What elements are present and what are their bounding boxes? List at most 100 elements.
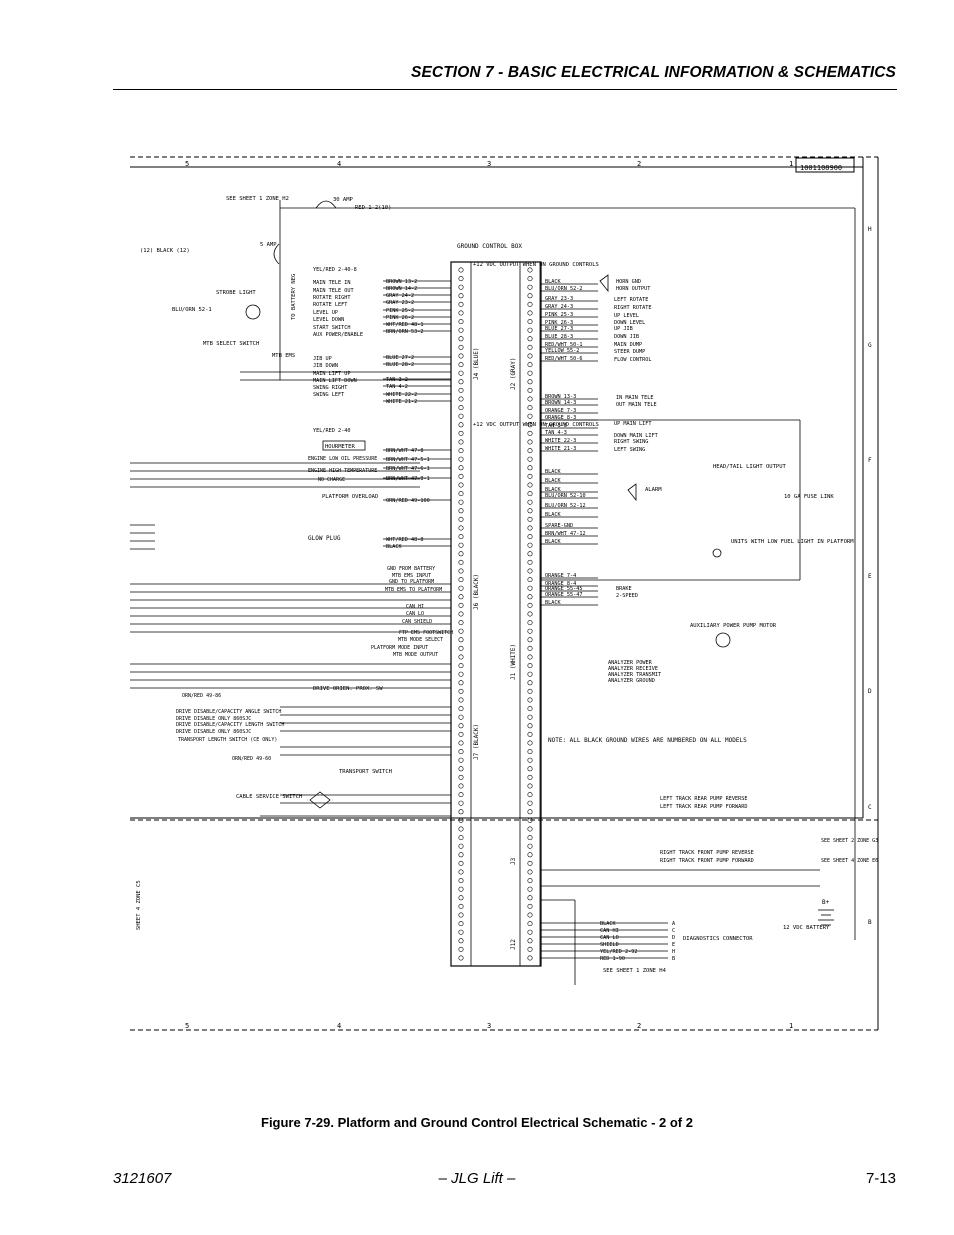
pin-left [458,852,464,858]
b-plus-label: B+ [822,899,830,906]
pin-left [458,370,464,376]
zone-col-top-2: 2 [637,160,641,168]
pin-right [527,319,533,325]
wire-label-right: BLACK [545,478,561,484]
wire-label-right: YELLOW 55-2 [545,348,579,354]
pin-left [458,860,464,866]
pin-right [527,551,533,557]
pin-left [458,413,464,419]
pin-left [458,835,464,841]
pin-right [527,774,533,780]
wire-label-right: ORANGE 8-4 [545,581,576,587]
wire-label-right: BLACK [545,469,561,475]
header-rule [113,89,897,90]
pin-left [458,843,464,849]
function-label: LEVEL DOWN [313,317,344,323]
pin-left [458,559,464,565]
pin-right [527,456,533,462]
pin-right [527,370,533,376]
drive-label: ORN/RED 49-60 [232,756,271,762]
pin-left [458,611,464,617]
wire-label-left: WHT/RED 48-8 [386,537,423,543]
wire-label-left: BROWN 14-2 [386,286,417,292]
pin-left [458,817,464,823]
pin-left [458,654,464,660]
pin-right [527,585,533,591]
wire-label-right: BLU/ORN 52-10 [545,493,586,499]
pin-right [527,903,533,909]
diag-wire: YEL/RED 2-92 [600,949,637,955]
wire-label-left: BRN/ORN 53-2 [386,329,423,335]
drive-label: DRIVE DISABLE ONLY 860SJC [176,729,251,735]
j6-label: J6 (BLACK) [473,574,480,610]
pin-left [458,663,464,669]
pin-left [458,439,464,445]
pin-left [458,448,464,454]
pin-right [527,680,533,686]
row-label: CAN LO [406,611,424,617]
output-label: FLOW CONTROL [614,357,651,363]
pin-left [458,955,464,961]
pin-left [458,903,464,909]
j12-label: J12 [510,939,517,950]
wire-label-right: BROWN 14-3 [545,400,576,406]
wire-label-left: BLACK [386,544,402,550]
pin-left [458,869,464,875]
pin-right [527,594,533,600]
ground-control-box [450,261,542,967]
pin-right [527,602,533,608]
pin-left [458,362,464,368]
glow-plug-label: GLOW PLUG [308,535,341,542]
pin-left [458,766,464,772]
zone-col-bottom-2: 2 [637,1022,641,1030]
pin-right [527,766,533,772]
pin-left [458,525,464,531]
pin-left [458,267,464,273]
wire-label-right: BLACK [545,539,561,545]
pin-right [527,422,533,428]
drive-label: DRIVE DISABLE ONLY 860SJC [176,716,251,722]
pin-right [527,611,533,617]
wire-label-left: TAN 3-2 [386,377,408,383]
pin-right [527,792,533,798]
pin-left [458,826,464,832]
pin-left [458,594,464,600]
pin-right [527,577,533,583]
pin-right [527,430,533,436]
pin-left [458,706,464,712]
no-charge-label: NO CHARGE [318,477,345,483]
zone-col-bottom-3: 3 [487,1022,491,1030]
pin-right [527,688,533,694]
wire-label-right: ORANGE 55-45 [545,586,582,592]
section-title: SECTION 7 - BASIC ELECTRICAL INFORMATION… [411,64,896,81]
pin-left [458,508,464,514]
pin-left [458,620,464,626]
to-battery-neg-label: TO BATTERY NEG [291,274,297,320]
output-label: ANALYZER GROUND [608,678,655,684]
wire-label-left: BRN/WHT 47-8 [386,448,423,454]
mtb-select-switch-label: MTB SELECT SWITCH [203,341,259,347]
drive-label: TRANSPORT LENGTH SWITCH (CE ONLY) [178,737,277,743]
pin-right [527,921,533,927]
drive-orien-label: DRIVE ORIEN. PROX. SW [313,686,383,692]
zone-row-F: F [868,457,872,464]
pin-right [527,783,533,789]
pin-left [458,929,464,935]
wire-label-right: BLUE 27-3 [545,326,573,332]
row-label: FTP EMS FOOTSWITCH [399,630,453,636]
pin-left [458,938,464,944]
zone-row-G: G [868,342,872,349]
wire-label-right: ORANGE 55-47 [545,592,582,598]
output-label: STEER DUMP [614,349,645,355]
pin-right [527,809,533,815]
output-label: BRAKE [616,586,632,592]
function-label: SWING LEFT [313,392,344,398]
row-label: MTB EMS INPUT [392,573,431,579]
pin-right [527,654,533,660]
wire-label-right: BLACK [545,279,561,285]
wire-label-right: RED/WHT 50-1 [545,342,582,348]
pin-right [527,542,533,548]
pin-left [458,465,464,471]
